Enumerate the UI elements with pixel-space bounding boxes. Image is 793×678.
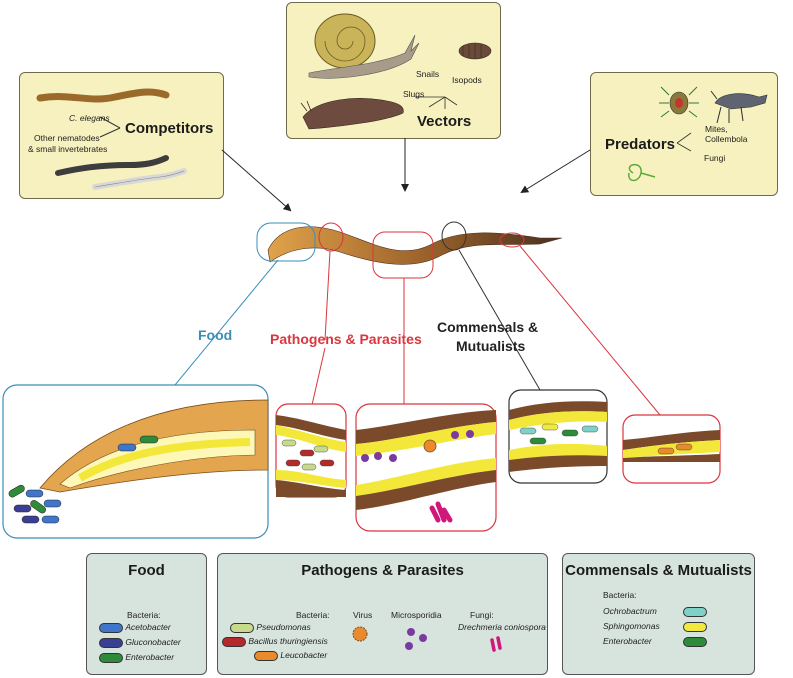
vector-isopods-label: Isopods [452,75,482,85]
food-legend-bacteria-label: Bacteria: [127,610,161,620]
pathogen-panel-2 [355,403,497,532]
vectors-title: Vectors [417,113,472,130]
pathogens-legend: Pathogens & Parasites Bacteria: Pseudomo… [217,553,548,675]
competitor-nematodes-illustration [36,88,187,190]
enterobacter-commensal-swatch [683,636,708,647]
pathogens-legend-bacteria-label: Bacteria: [296,610,330,620]
food-legend-item-acetobacter: Acetobacter [99,622,171,633]
competitors-box: C. elegans Other nematodes & small inver… [19,72,224,199]
mite-icon [659,86,699,118]
commensal-panel [508,389,608,484]
commensals-category-label-line1: Commensals & [437,319,539,335]
ochrobactrum-swatch [683,606,708,617]
competitor-invertebrates-label: & small invertebrates [28,144,108,154]
pathogens-legend-item-leucobacter: Leucobacter [254,650,327,661]
vectors-connectors [415,96,458,109]
pathogens-legend-microsporidia-label: Microsporidia [391,610,442,620]
sphingomonas-swatch [683,621,708,632]
pathogens-legend-item-bacillus: Bacillus thuringiensis [222,636,328,647]
food-highlight [256,222,316,262]
enterobacter-swatch [99,652,123,663]
isopod-icon [458,42,492,60]
c-elegans-worm [36,88,170,103]
competitor-c-elegans-label: C. elegans [69,113,110,123]
predators-connectors [676,132,692,152]
pathogen-highlight-3 [499,232,525,248]
commensals-legend-item-ochrobactrum: Ochrobactrum [603,606,708,617]
fungi-icon [628,163,656,182]
arrow-predators [520,149,591,194]
commensals-legend-bacteria-label: Bacteria: [603,590,637,600]
food-bacteria-b [139,435,159,444]
commensals-legend-title: Commensals & Mutualists [565,562,752,579]
commensals-legend-item-sphingomonas: Sphingomonas [603,621,708,632]
food-bacteria-a [117,443,137,452]
food-panel [2,384,269,539]
food-legend-item-gluconobacter: Gluconobacter [99,637,181,648]
vectors-box: Snails Isopods Slugs Vectors [286,2,501,139]
predator-mites-label: Mites, [705,124,728,134]
nematode-dark-worm [55,155,169,176]
pathogen-highlight-2 [372,231,434,279]
pathogen-highlight-1 [318,222,344,252]
competitor-other-label: Other nematodes [34,133,100,143]
fungi-spore-icon [490,636,502,652]
pathogens-category-label: Pathogens & Parasites [270,331,422,347]
central-worm [267,226,563,265]
pathogens-legend-virus-label: Virus [353,610,373,620]
pseudomonas-swatch [230,622,254,633]
slug-icon [302,98,404,130]
bacillus-swatch [222,636,246,647]
acetobacter-swatch [99,622,123,633]
commensals-legend: Commensals & Mutualists Bacteria: Ochrob… [562,553,755,675]
food-legend-item-enterobacter: Enterobacter [99,652,174,663]
vector-slugs-label: Slugs [403,89,425,99]
predator-fungi-label: Fungi [704,153,726,163]
commensals-legend-item-enterobacter: Enterobacter [603,636,708,647]
food-legend-title: Food [128,562,165,579]
collembola-icon [710,90,768,124]
pathogens-legend-title: Pathogens & Parasites [301,562,464,579]
pathogens-legend-fungi-label: Fungi: [470,610,494,620]
virus-icon [352,626,368,642]
commensal-highlight [441,221,467,251]
food-category-label: Food [198,327,233,343]
pathogen-panel-1 [275,403,347,498]
competitors-bracket [99,116,121,138]
competitors-title: Competitors [125,120,214,137]
pathogens-legend-fungi-species: Drechmeria coniospora [458,622,546,632]
predators-box: Predators Mites, Collembola Fungi [590,72,778,196]
microsporidia-icon [405,628,427,650]
snail-icon [308,13,420,79]
gluconobacter-swatch [99,637,123,648]
vector-snails-label: Snails [416,69,440,79]
predators-title: Predators [605,136,676,153]
pathogens-legend-item-pseudomonas: Pseudomonas [230,622,311,633]
commensals-category-label-line2: Mutualists [456,338,526,354]
vectors-illustration [300,13,492,130]
leucobacter-swatch [254,650,278,661]
pathogen-panel-3 [622,414,721,484]
predator-collembola-label: Collembola [705,134,748,144]
food-legend: Food Bacteria: Acetobacter Gluconobacter… [86,553,207,675]
predators-illustration [628,86,768,182]
arrow-competitors [221,149,292,212]
